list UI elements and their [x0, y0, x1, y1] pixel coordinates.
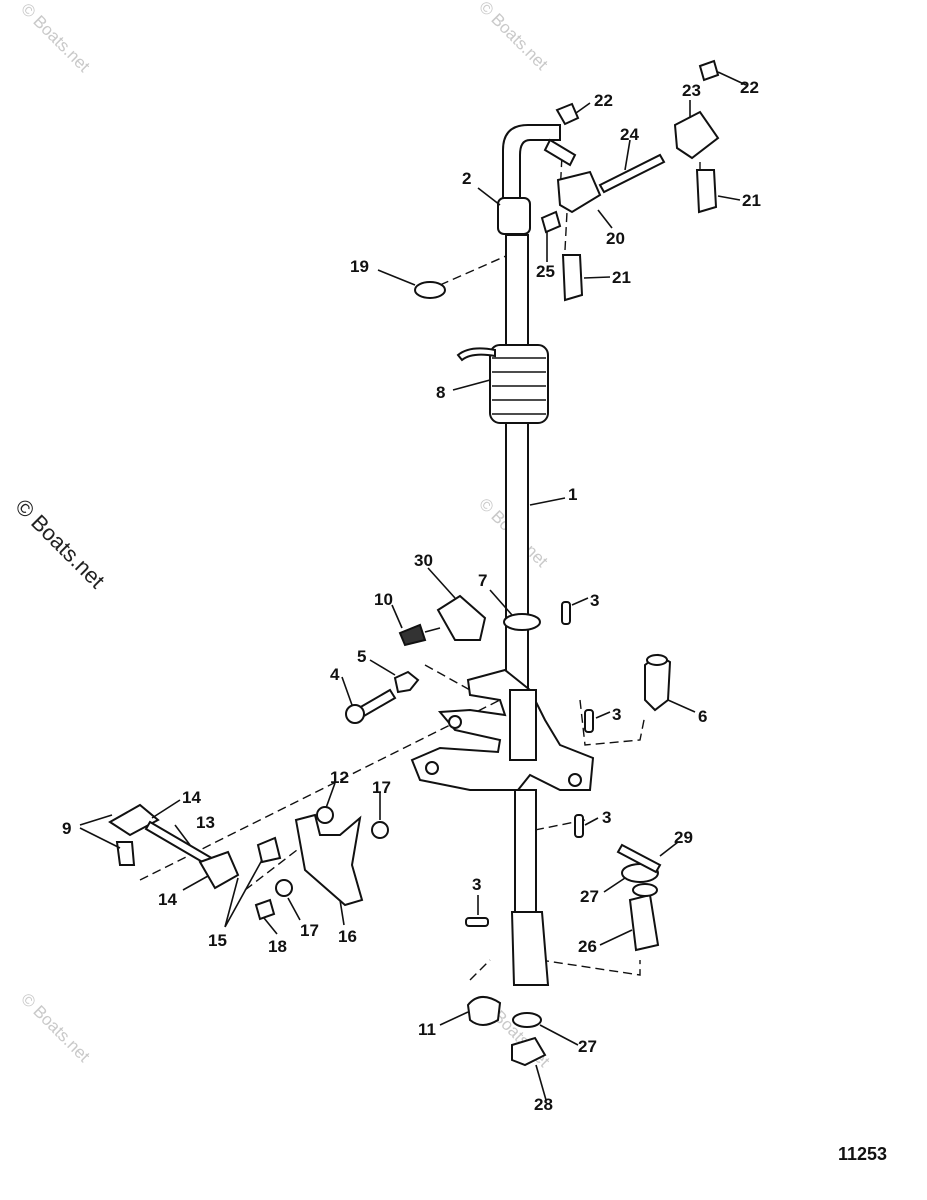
callout-21-a: 21 — [742, 191, 761, 210]
lower-parts — [466, 843, 662, 1067]
main-shaft — [502, 124, 577, 916]
lower-sleeve — [510, 911, 550, 986]
callout-14-b: 14 — [158, 890, 177, 909]
callout-10: 10 — [374, 590, 393, 609]
callout-3-d: 3 — [472, 875, 481, 894]
roll-pin-4 — [465, 917, 489, 927]
callout-22-a: 22 — [594, 91, 613, 110]
callout-7: 7 — [478, 571, 487, 590]
callout-3-b: 3 — [612, 705, 621, 724]
callout-12: 12 — [330, 768, 349, 787]
callout-27-a: 27 — [580, 887, 599, 906]
callout-22-b: 22 — [740, 78, 759, 97]
callouts: 1 2 3 3 3 3 4 5 6 7 8 9 10 11 12 13 14 1… — [62, 78, 761, 1114]
watermark-top-center: © Boats.net — [475, 0, 552, 74]
watermark-top-left: © Boats.net — [17, 0, 94, 76]
callout-3-a: 3 — [590, 591, 599, 610]
shoulder-pin — [644, 653, 672, 712]
callout-5: 5 — [357, 647, 366, 666]
callout-14-a: 14 — [182, 788, 201, 807]
callout-8: 8 — [436, 383, 445, 402]
roll-pin-1 — [561, 601, 571, 625]
callout-24: 24 — [620, 125, 639, 144]
figure-number: 11253 — [838, 1144, 887, 1164]
collar — [497, 197, 531, 235]
callout-11: 11 — [418, 1020, 436, 1039]
callout-9: 9 — [62, 819, 71, 838]
callout-26: 26 — [578, 937, 597, 956]
shaft-washer — [503, 613, 541, 631]
left-linkage — [108, 803, 282, 890]
roll-pin-2 — [584, 709, 594, 733]
callout-13: 13 — [196, 813, 215, 832]
callout-21-b: 21 — [612, 268, 631, 287]
bracket — [254, 806, 389, 921]
leader-lines — [79, 71, 747, 1101]
callout-30: 30 — [414, 551, 433, 570]
roll-pin-3 — [574, 814, 584, 838]
throttle-arm — [410, 668, 595, 791]
callout-25: 25 — [536, 262, 555, 281]
watermarks: © Boats.net © Boats.net © Boats.net © Bo… — [10, 0, 553, 1071]
callout-23: 23 — [682, 81, 701, 100]
callout-27-b: 27 — [578, 1037, 597, 1056]
callout-15: 15 — [208, 931, 227, 950]
link-block — [398, 594, 487, 647]
watermark-bottom-left: © Boats.net — [17, 989, 94, 1066]
callout-1: 1 — [568, 485, 577, 504]
callout-6: 6 — [698, 707, 707, 726]
callout-4: 4 — [330, 665, 340, 684]
callout-19: 19 — [350, 257, 369, 276]
upper-linkage — [540, 59, 720, 302]
callout-2: 2 — [462, 169, 471, 188]
callout-3-c: 3 — [602, 808, 611, 827]
torsion-spring — [456, 344, 549, 424]
callout-17-b: 17 — [300, 921, 319, 940]
screw-and-nut — [345, 670, 420, 724]
watermark-side: © Boats.net — [10, 494, 109, 593]
callout-17-a: 17 — [372, 778, 391, 797]
callout-16: 16 — [338, 927, 357, 946]
callout-18: 18 — [268, 937, 287, 956]
callout-28: 28 — [534, 1095, 553, 1114]
clip — [414, 281, 446, 299]
callout-29: 29 — [674, 828, 693, 847]
callout-20: 20 — [606, 229, 625, 248]
